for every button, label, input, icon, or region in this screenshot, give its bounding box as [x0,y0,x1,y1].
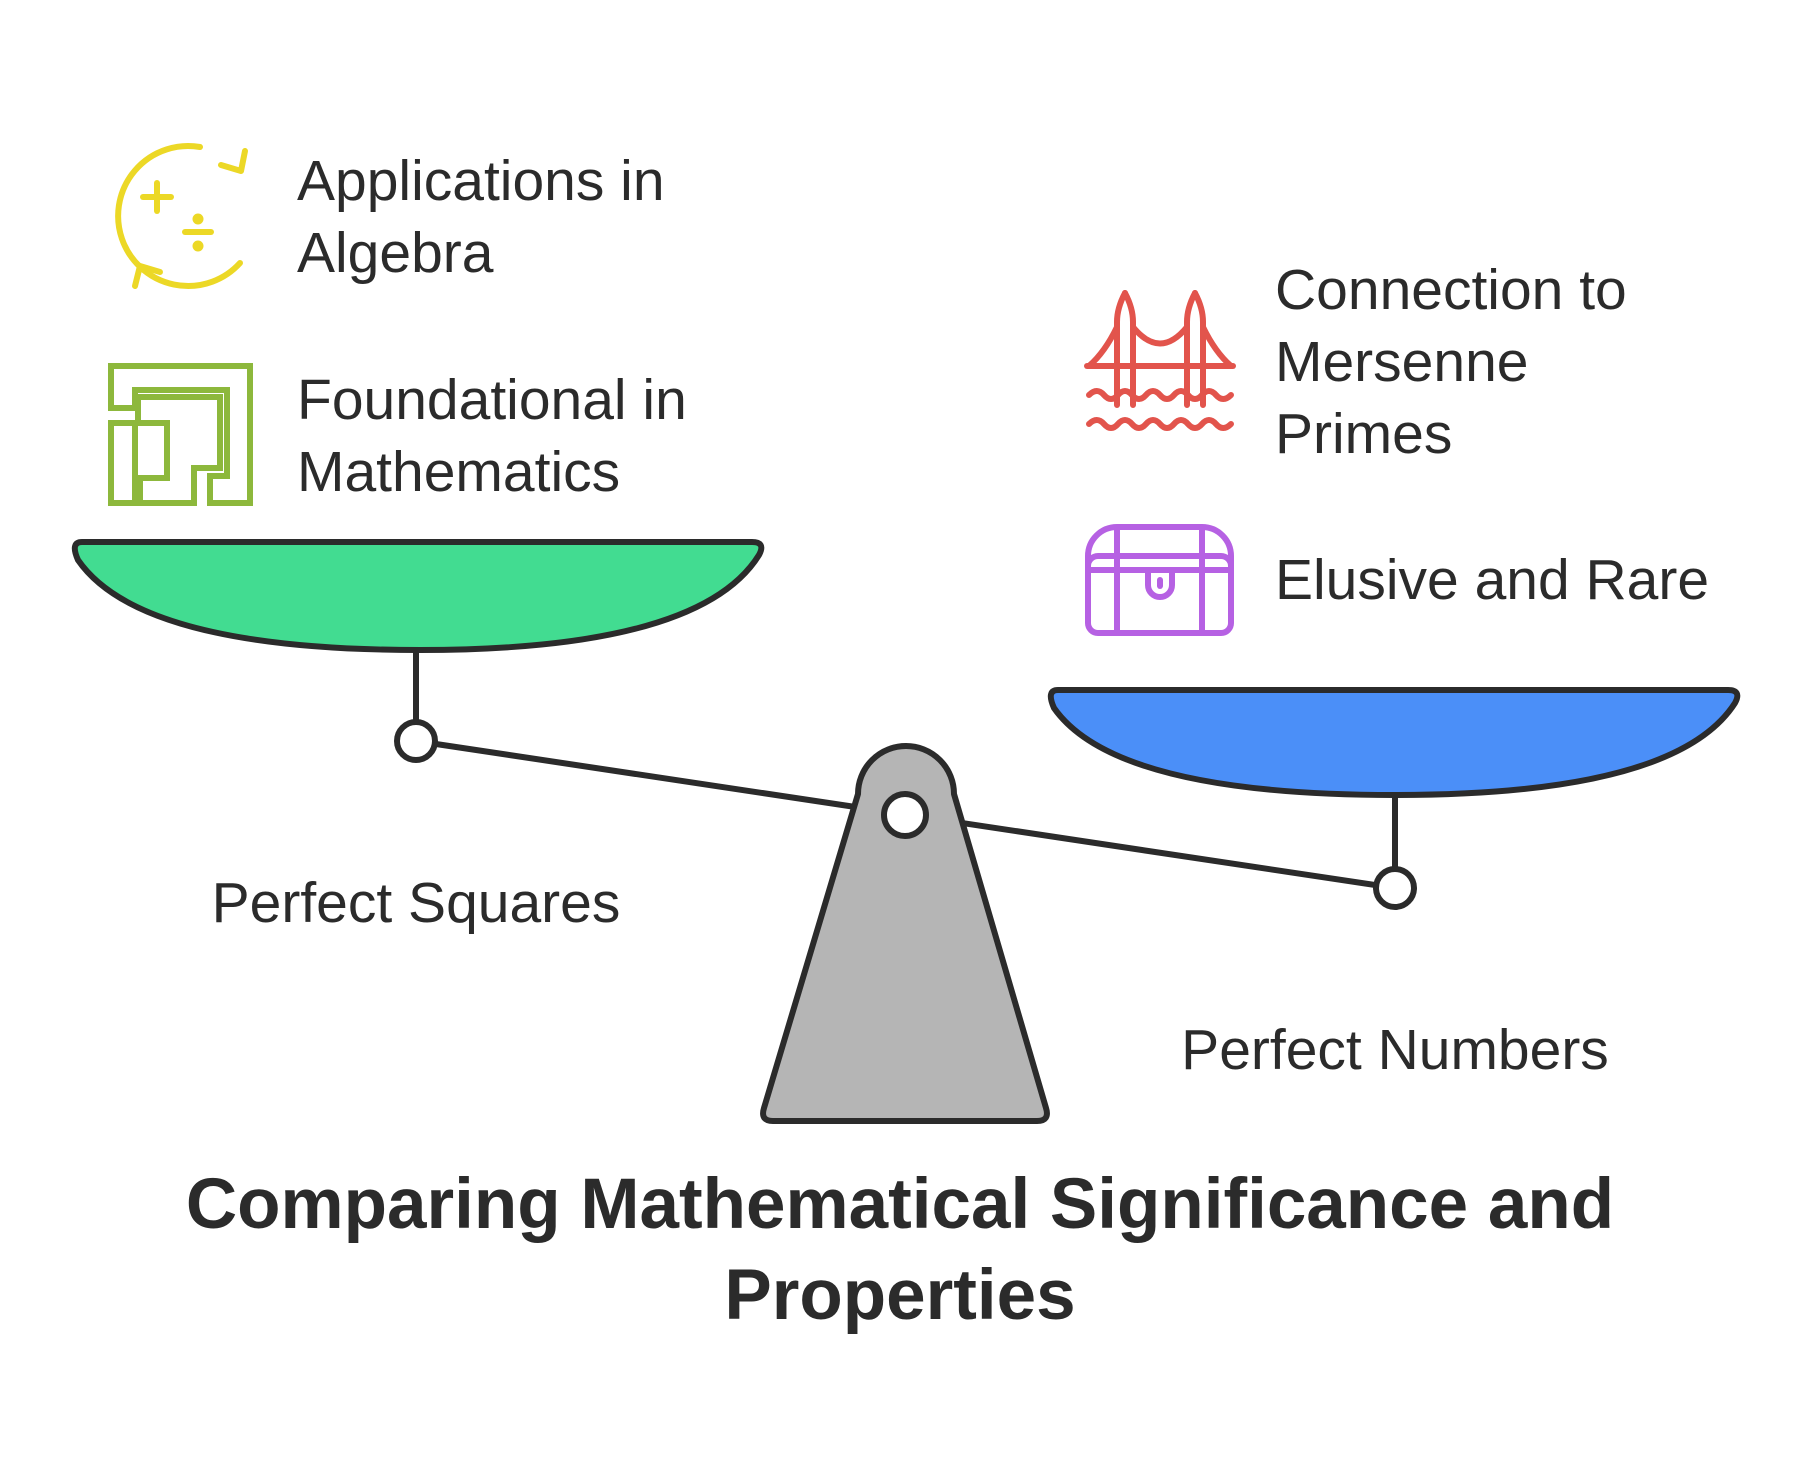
balance-scale [71,539,1741,1124]
right-item-1-line-3: Primes [1275,402,1452,466]
square-maze-icon [108,363,253,506]
left-item-2-line-2: Mathematics [297,440,620,504]
left-item-1-line-2: Algebra [297,221,494,285]
left-pan [71,539,765,653]
suspension-bridge-icon [1084,290,1236,431]
right-side-label: Perfect Numbers [1181,1018,1609,1082]
right-pan [1047,687,1741,798]
rotating-math-operators-icon [115,143,248,289]
left-item-1-line-1: Applications in [297,149,665,213]
right-pan-ring [1373,866,1417,910]
right-item-1-line-2: Mersenne [1275,330,1528,394]
left-pan-ring [394,719,438,763]
left-item-2-line-1: Foundational in [297,368,687,432]
left-side-label: Perfect Squares [212,871,621,935]
diagram-title-line-1: Comparing Mathematical Significance and [186,1165,1614,1244]
fulcrum-pivot [881,791,929,839]
treasure-chest-icon [1085,524,1234,636]
scale-fulcrum [760,743,1050,1124]
right-item-2-line-1: Elusive and Rare [1275,548,1709,612]
diagram-title-line-2: Properties [724,1256,1075,1335]
right-item-1-line-1: Connection to [1275,258,1627,322]
